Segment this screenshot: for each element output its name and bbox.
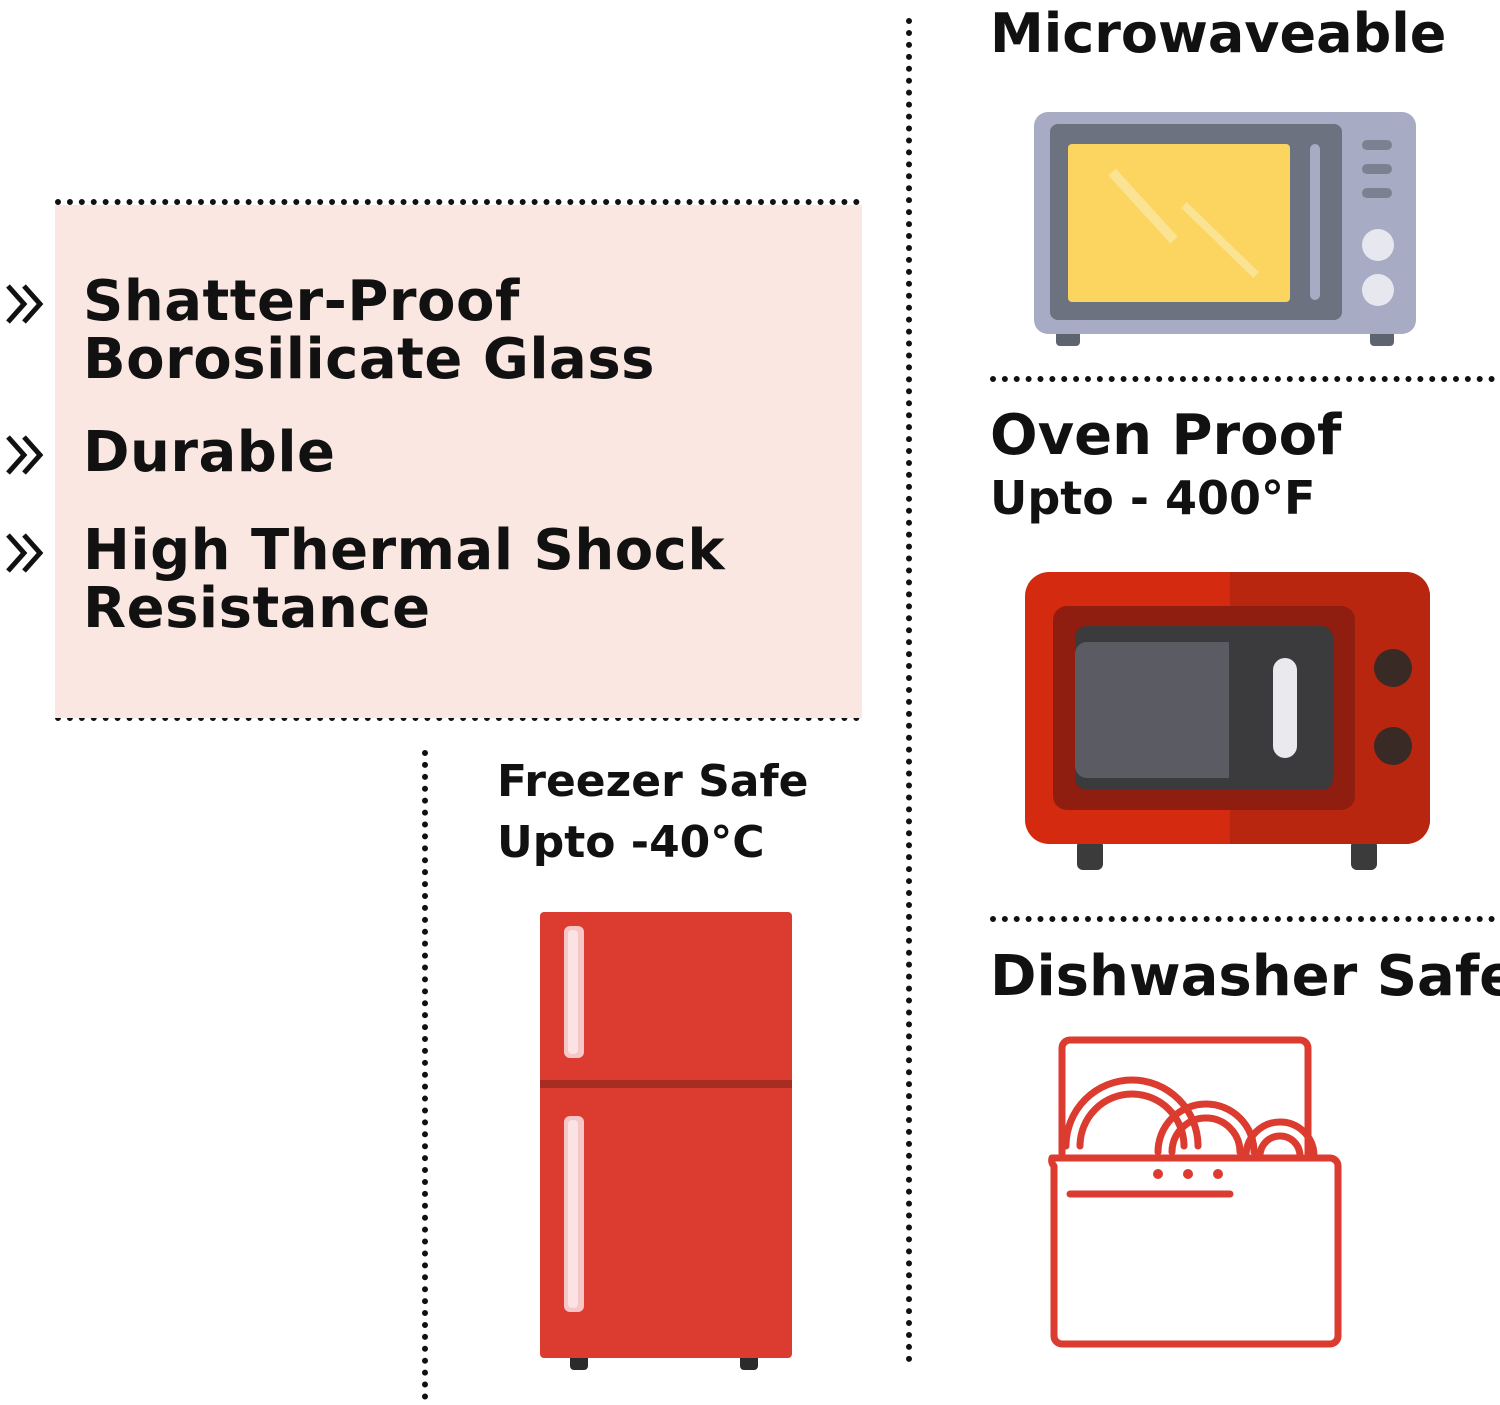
oven-proof-subtitle: Upto - 400°F: [990, 471, 1316, 525]
freezer-safe-title: Freezer Safe: [497, 756, 809, 807]
dishwasher-safe-title: Dishwasher Safe: [990, 944, 1500, 1009]
feature-label: High Thermal Shock Resistance: [83, 518, 726, 641]
features-panel: [55, 205, 862, 718]
freezer-safe-subtitle: Upto -40°C: [497, 817, 765, 868]
microwave-icon: [1034, 112, 1416, 346]
microwaveable-title: Microwaveable: [990, 2, 1447, 65]
panel-bottom-divider: [55, 715, 860, 721]
right-column-divider: [906, 18, 912, 1363]
double-chevron-icon: [6, 284, 44, 324]
double-chevron-icon: [6, 533, 44, 573]
dishwasher-icon: [1048, 1036, 1342, 1348]
oven-proof-title: Oven Proof: [990, 403, 1342, 468]
double-chevron-icon: [6, 435, 44, 475]
microwave-oven-divider: [990, 376, 1495, 382]
freezer-column-divider: [422, 750, 428, 1400]
oven-icon: [1025, 572, 1430, 870]
refrigerator-icon: [540, 912, 792, 1370]
oven-dishwasher-divider: [990, 916, 1495, 922]
feature-label: Shatter-Proof Borosilicate Glass: [83, 269, 656, 392]
feature-label: Durable: [83, 420, 336, 485]
panel-top-divider: [55, 199, 860, 205]
